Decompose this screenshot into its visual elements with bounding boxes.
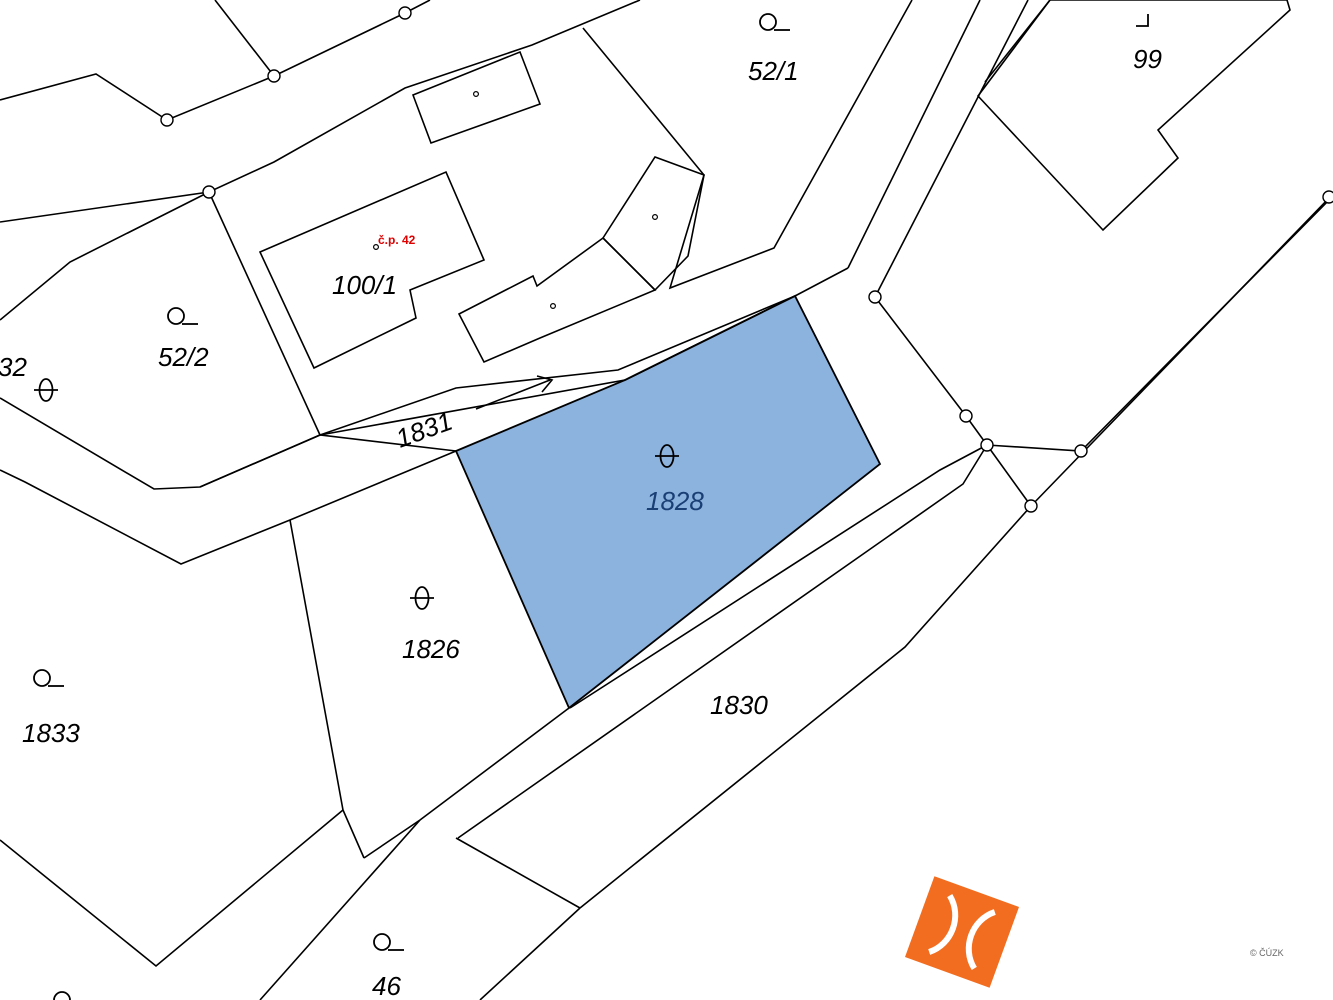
house-number-label: č.p. 42 — [378, 233, 416, 247]
arrow-icon — [475, 375, 554, 410]
parcel-1828-area[interactable] — [454, 294, 882, 710]
parcel-label-1826: 1826 — [402, 634, 460, 664]
parcel-label-32: 32 — [0, 352, 27, 382]
arable-symbol-icon — [34, 378, 679, 610]
parcel-label-52-1: 52/1 — [748, 56, 799, 86]
building-symbol-icon — [1136, 14, 1149, 27]
parcel-label-52-2: 52/2 — [158, 342, 209, 372]
parcel-label-1833: 1833 — [22, 718, 80, 748]
copyright-label: © ČÚZK — [1250, 948, 1284, 958]
boundary-point-icon — [160, 6, 1333, 513]
garden-symbol-icon — [33, 13, 790, 1000]
logo-icon — [905, 876, 1019, 988]
parcel-label-100-1: 100/1 — [332, 270, 397, 300]
parcel-label-1828[interactable]: 1828 — [646, 486, 704, 516]
parcel-label-99: 99 — [1133, 44, 1162, 74]
parcel-label-1830: 1830 — [710, 690, 768, 720]
building-dot-icons — [373, 90, 658, 310]
parcel-label-46: 46 — [372, 971, 401, 1000]
